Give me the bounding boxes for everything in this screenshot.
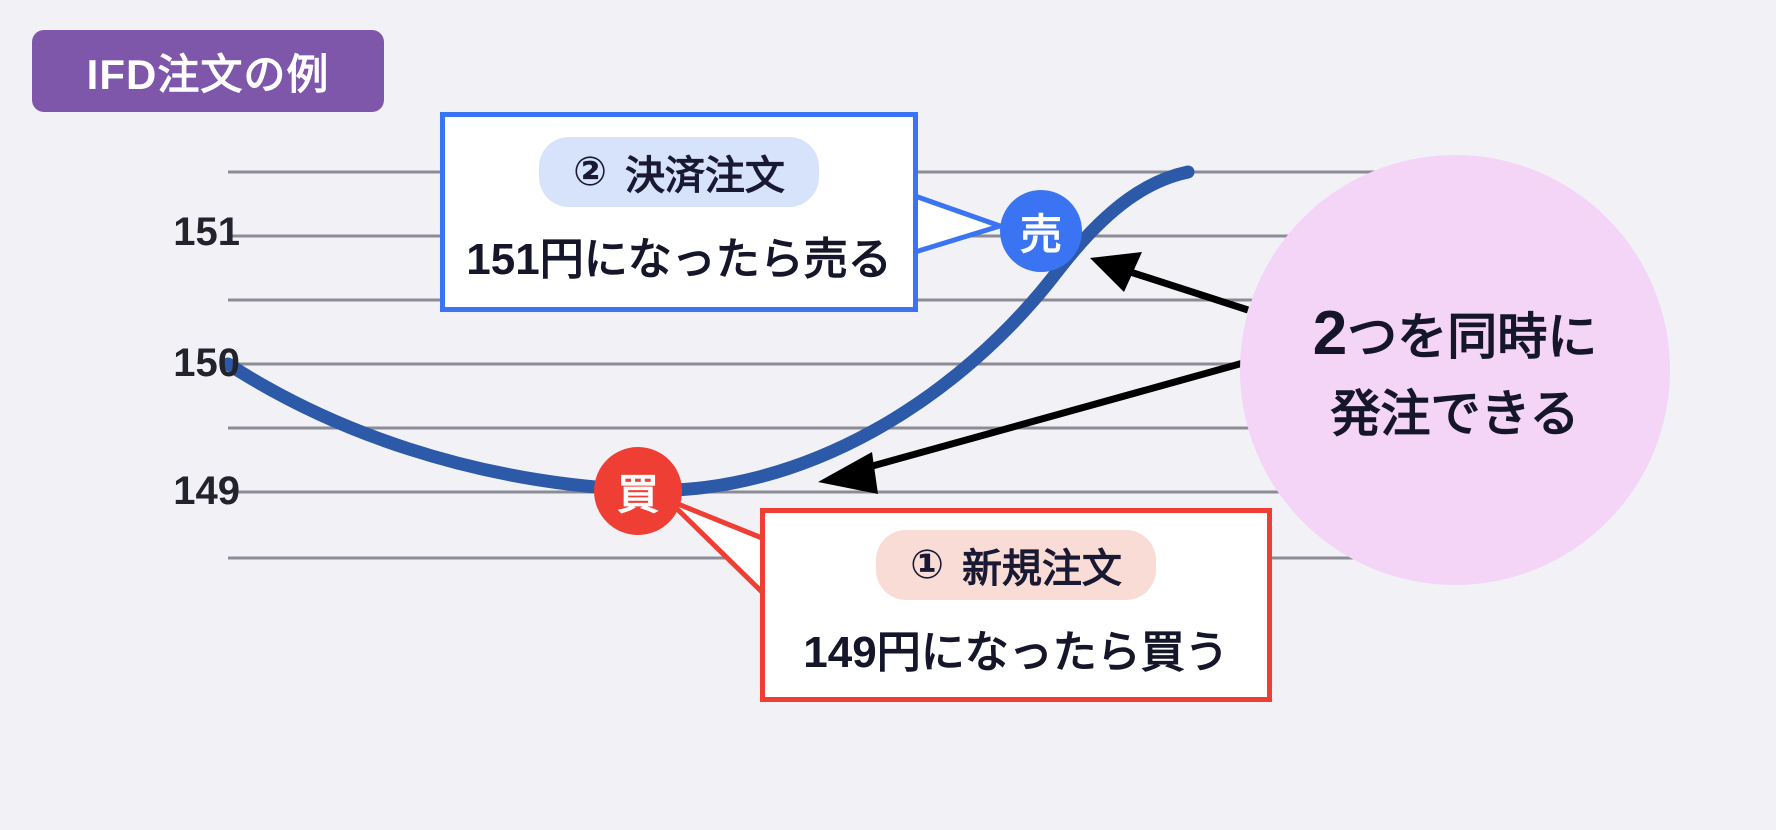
callout-buy-order: ① 新規注文 149円になったら買う bbox=[760, 508, 1272, 702]
axis-tick-150: 150 bbox=[173, 341, 240, 385]
axis-tick-151: 151 bbox=[173, 210, 240, 254]
sell-order-label: 決済注文 bbox=[624, 154, 785, 198]
annotation-arrow-sell bbox=[1090, 252, 1250, 314]
price-curve bbox=[221, 165, 1195, 497]
buy-callout-tail bbox=[666, 497, 764, 594]
sell-order-description: 151円になったら売る bbox=[466, 235, 892, 284]
annotation-line-1-rest: つを同時に bbox=[1347, 309, 1598, 365]
annotation-number: 2 bbox=[1312, 299, 1348, 368]
sell-callout-tail bbox=[914, 193, 1008, 255]
buy-order-label: 新規注文 bbox=[961, 547, 1122, 591]
annotation-arrow-buy bbox=[818, 346, 1291, 494]
page-title: IFD注文の例 bbox=[32, 30, 384, 112]
annotation-line-1: 2つを同時に bbox=[1313, 295, 1597, 373]
callout-sell-order: ② 決済注文 151円になったら売る bbox=[440, 112, 918, 312]
buy-order-pill: ① 新規注文 bbox=[876, 530, 1156, 600]
sell-order-number: ② bbox=[573, 150, 607, 194]
axis-tick-149: 149 bbox=[173, 469, 240, 513]
buy-order-description: 149円になったら買う bbox=[803, 628, 1229, 677]
buy-order-number: ① bbox=[910, 543, 944, 587]
sell-order-pill: ② 決済注文 bbox=[539, 137, 819, 207]
sell-marker: 売 bbox=[1000, 190, 1082, 272]
annotation-bubble: 2つを同時に 発注できる bbox=[1240, 155, 1670, 585]
buy-marker: 買 bbox=[594, 447, 682, 535]
annotation-line-2: 発注できる bbox=[1330, 385, 1580, 442]
